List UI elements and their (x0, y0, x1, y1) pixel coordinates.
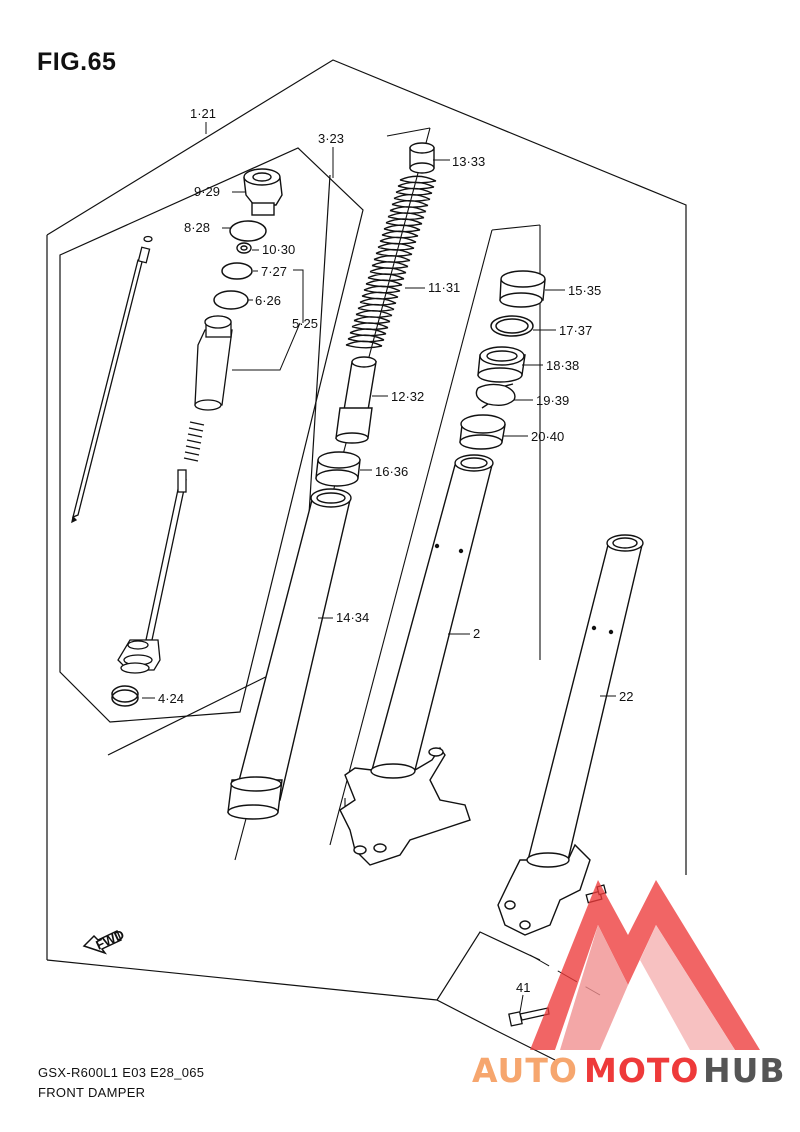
callout-6: 6·26 (255, 293, 281, 308)
callout-15: 15·35 (568, 283, 601, 298)
callout-12: 12·32 (391, 389, 424, 404)
assembly-outline-1 (46, 59, 687, 1061)
callout-14: 14·34 (336, 610, 369, 625)
callout-13: 13·33 (452, 154, 485, 169)
callout-9: 9·29 (194, 184, 220, 199)
figure-title: FIG.65 (37, 48, 117, 76)
seal-18 (477, 346, 526, 383)
cylinder-rod (117, 469, 187, 674)
ring-4 (111, 685, 139, 707)
callout-20: 20·40 (531, 429, 564, 444)
fwd-arrow-icon: FWD (82, 927, 127, 955)
callout-41: 41 (516, 980, 530, 995)
callout-16: 16·36 (375, 464, 408, 479)
collar-16 (315, 451, 361, 487)
outer-tube-2 (339, 454, 494, 866)
nut-13 (409, 142, 435, 174)
callout-1: 1·21 (190, 106, 216, 121)
outer-tube-22 (497, 534, 644, 936)
seal-20 (459, 414, 506, 450)
callout-7: 7·27 (261, 264, 287, 279)
washer-17 (490, 315, 534, 337)
fork-spring-11 (345, 175, 437, 349)
watermark-moto: MOTO (584, 1051, 699, 1090)
bolt-41 (508, 1007, 550, 1027)
callout-11: 11·31 (428, 280, 460, 295)
cartridge-5 (194, 315, 233, 411)
watermark-hub: HUB (703, 1051, 786, 1090)
callout-8: 8·28 (184, 220, 210, 235)
watermark-text: AUTO MOTO HUB (472, 1051, 786, 1090)
model-code-caption: GSX-R600L1 E03 E28_065 (38, 1065, 205, 1080)
callout-3: 3·23 (318, 131, 344, 146)
triangle-logo-icon (530, 880, 760, 1050)
ring-6 (213, 290, 249, 310)
ring-8 (229, 220, 267, 242)
diagram-subtitle: FRONT DAMPER (38, 1085, 146, 1100)
leader-41 (519, 994, 524, 1013)
spacer-12 (335, 356, 377, 444)
fwd-label: FWD (93, 927, 126, 953)
cap-bolt-9 (243, 168, 283, 216)
watermark-auto: AUTO (472, 1051, 578, 1090)
callout-4: 4·24 (158, 691, 184, 706)
nut-10 (236, 242, 252, 254)
damper-rod-1 (71, 235, 153, 524)
callout-22: 22 (619, 689, 633, 704)
callout-10: 10·30 (262, 242, 295, 257)
assembly-outline-3 (59, 147, 364, 756)
ring-7 (221, 262, 253, 280)
small-spring (183, 421, 205, 462)
callout-19: 19·39 (536, 393, 569, 408)
seal-15 (499, 270, 546, 308)
clip-19 (475, 383, 516, 409)
callout-17: 17·37 (559, 323, 592, 338)
leader-lines (142, 122, 616, 699)
callout-5: 5·25 (292, 316, 318, 331)
inner-tube-14 (227, 488, 352, 820)
callout-2: 2 (473, 626, 480, 641)
callout-18: 18·38 (546, 358, 579, 373)
